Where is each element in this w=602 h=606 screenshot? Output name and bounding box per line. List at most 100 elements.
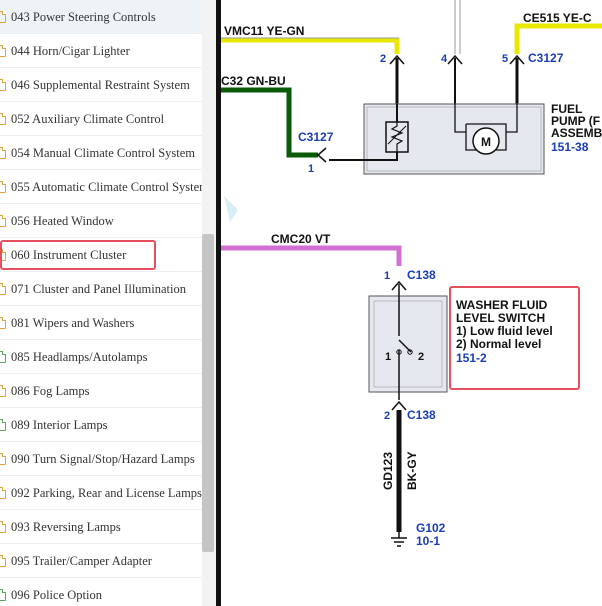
washer-label-3: 1) Low fluid level [456,324,553,338]
file-icon [0,555,6,567]
file-icon [0,181,6,193]
sidebar-item[interactable]: 093 Reversing Lamps [0,510,202,544]
sidebar-item-label: 092 Parking, Rear and License Lamps [11,486,202,500]
file-icon [0,113,6,125]
sidebar-item[interactable]: 089 Interior Lamps [0,408,202,442]
sidebar-item[interactable]: 044 Horn/Cigar Lighter [0,34,202,68]
file-icon [0,351,6,363]
motor-label: M [481,135,491,149]
washer-label-4: 2) Normal level [456,337,541,351]
connector-c3127-top: C3127 [528,51,564,65]
pin-1-left: 1 [308,163,314,175]
pin-1-c138: 1 [384,270,390,282]
fuel-pump-inner [366,106,542,172]
panel-divider[interactable] [216,0,221,606]
wire-cmc20 [221,245,402,266]
sidebar-item-label: 044 Horn/Cigar Lighter [11,44,130,58]
sidebar-item-label: 096 Police Option [11,588,102,602]
scrollbar-thumb[interactable] [202,234,214,552]
wire-label-bk-gy: BK-GY [405,451,419,490]
file-icon [0,419,6,431]
pin-2-c138: 2 [384,410,390,422]
sidebar-item[interactable]: 043 Power Steering Controls [0,0,202,34]
washer-switch-box [368,295,448,393]
washer-label-highlight [449,286,580,390]
pin-4: 4 [441,53,448,65]
sidebar-item[interactable]: 060 Instrument Cluster [0,238,202,272]
sidebar-item-label: 086 Fog Lamps [11,384,90,398]
wire-label-c32: C32 GN-BU [221,74,286,88]
sidebar-item[interactable]: 081 Wipers and Washers [0,306,202,340]
sidebar-item[interactable]: 085 Headlamps/Autolamps [0,340,202,374]
wire-label-ce515: CE515 YE-C [523,11,592,25]
connector-arrow-c138-top [391,280,407,291]
file-icon [0,45,6,57]
sidebar-item-label: 052 Auxiliary Climate Control [11,112,165,126]
sidebar-item-label: 081 Wipers and Washers [11,316,135,330]
sidebar-item-label: 089 Interior Lamps [11,418,108,432]
pin-2: 2 [380,53,386,65]
sidebar-item-label: 060 Instrument Cluster [11,248,127,262]
file-icon [0,79,6,91]
connector-arrow-c138-bottom [391,400,407,411]
sidebar-item[interactable]: 052 Auxiliary Climate Control [0,102,202,136]
sidebar-item-label: 043 Power Steering Controls [11,10,156,24]
switch-node-2 [407,349,413,355]
motor-circle [472,127,500,155]
sidebar-item[interactable]: 056 Heated Window [0,204,202,238]
file-icon [0,249,6,261]
sidebar-item[interactable]: 092 Parking, Rear and License Lamps [0,476,202,510]
motor-frame [454,104,518,151]
connector-arrow-c3127-left [316,147,327,163]
sidebar-item[interactable]: 046 Supplemental Restraint System [0,68,202,102]
pin-5: 5 [502,53,508,65]
file-icon [0,11,6,23]
sidebar-list: 043 Power Steering Controls 044 Horn/Ciga… [0,0,202,606]
sidebar-item[interactable]: 096 Police Option [0,578,202,606]
fuel-pump-box [363,103,545,175]
fuel-pump-label-2: PUMP (F [551,114,600,128]
sidebar-item[interactable]: 055 Automatic Climate Control System [0,170,202,204]
sidebar-item-label: 090 Turn Signal/Stop/Hazard Lamps [11,452,195,466]
fuel-pump-label-3: ASSEMB [551,126,602,140]
wiring-diagram: VMC11 YE-GN CE515 YE-C 2 4 5 C3127 M FUE… [221,0,602,548]
file-icon [0,521,6,533]
wire-vmc11 [221,37,400,54]
switch-pin-2: 2 [418,351,424,363]
wire-label-gd123: GD123 [381,452,395,490]
pump-wire-left [329,104,398,161]
sidebar-item[interactable]: 054 Manual Climate Control System [0,136,202,170]
sidebar-item[interactable]: 090 Turn Signal/Stop/Hazard Lamps [0,442,202,476]
fuel-pump-label-1: FUEL [551,102,582,116]
fuel-pump-ref: 151-38 [551,140,589,154]
watermark-shape [224,196,238,222]
file-icon [0,147,6,159]
selection-highlight [0,240,156,270]
sidebar-nav: 043 Power Steering Controls 044 Horn/Ciga… [0,0,216,606]
sidebar-item-label: 055 Automatic Climate Control System [11,180,202,194]
sidebar-item[interactable]: 095 Trailer/Camper Adapter [0,544,202,578]
file-icon [0,385,6,397]
connector-c138-top: C138 [407,268,436,282]
file-icon [0,283,6,295]
sidebar-item-label: 093 Reversing Lamps [11,520,121,534]
ground-id: G102 [416,521,446,535]
ground-icon [391,532,407,547]
washer-ref: 151-2 [456,351,487,365]
washer-label-1: WASHER FLUID [456,298,548,312]
connector-c3127-left: C3127 [298,130,334,144]
sidebar-item-label: 095 Trailer/Camper Adapter [11,554,152,568]
wire-c32 [221,87,318,158]
sidebar-item[interactable]: 086 Fog Lamps [0,374,202,408]
sidebar-item-label: 046 Supplemental Restraint System [11,78,190,92]
wire-ce515 [514,23,602,54]
file-icon [0,453,6,465]
sidebar-item-label: 071 Cluster and Panel Illumination [11,282,186,296]
file-icon [0,215,6,227]
sidebar-item[interactable]: 071 Cluster and Panel Illumination [0,272,202,306]
sidebar-item-label: 056 Heated Window [11,214,114,228]
fuel-sender-wiper [387,125,407,145]
ground-ref: 10-1 [416,534,440,548]
sidebar-item-label: 085 Headlamps/Autolamps [11,350,148,364]
switch-node-1 [396,349,402,355]
